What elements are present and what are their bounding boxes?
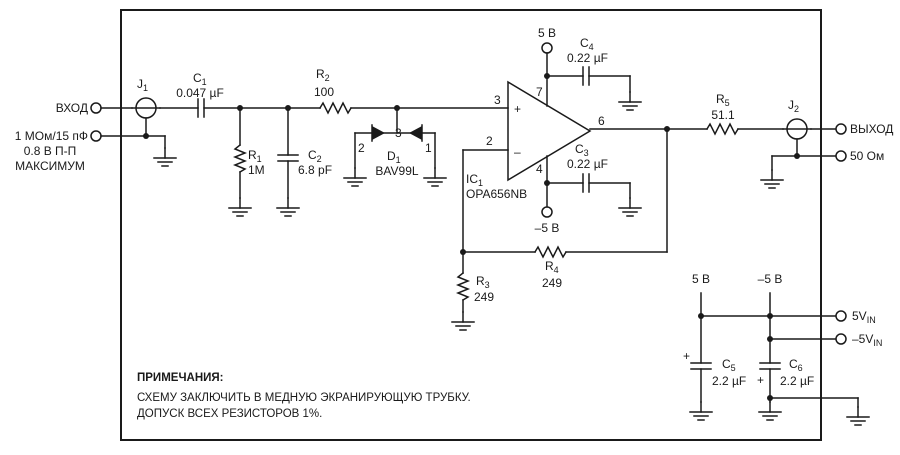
opamp-minus: – [514, 145, 521, 159]
c4-ref: C4 [580, 36, 594, 52]
output-terminal [835, 123, 847, 162]
vin-terminals [835, 310, 847, 345]
resistor-r1 [228, 107, 252, 217]
opamp-neg-rail: –5 В [535, 221, 560, 235]
c5-value: 2.2 µF [712, 374, 746, 388]
c3-value: 0.22 µF [567, 157, 608, 171]
c5-ref: C5 [722, 357, 736, 373]
d1-pin-3: 3 [395, 126, 402, 140]
r2-ref: R2 [316, 67, 330, 83]
r1-ref: R1 [248, 148, 262, 164]
c2-ref: C2 [308, 148, 322, 164]
input-spec-2: 0.8 В П-П [24, 144, 77, 158]
d1-ref: D1 [387, 149, 401, 165]
c6-value: 2.2 µF [780, 374, 814, 388]
input-spec-3: МАКСИМУМ [15, 159, 85, 173]
notes-title: ПРИМЕЧАНИЯ: [137, 372, 224, 384]
notes-line-2: ДОПУСК ВСЕХ РЕЗИСТОРОВ 1%. [137, 408, 322, 420]
d1-pin-2: 2 [358, 141, 365, 155]
opamp-plus: + [514, 102, 521, 116]
opamp-ic1 [507, 80, 592, 182]
resistor-r4 [533, 245, 568, 259]
c6-ref: C6 [789, 357, 803, 373]
ic1-value: OPA656NB [466, 187, 527, 201]
vin-pos-label: 5VIN [852, 309, 876, 325]
input-label: ВХОД [56, 101, 88, 115]
j2-label: J2 [788, 98, 799, 114]
connector-j1 [131, 97, 177, 167]
r3-value: 249 [474, 290, 494, 304]
ic1-pin-7: 7 [536, 85, 543, 99]
d1-value: BAV99L [375, 164, 418, 178]
c5-polarity: + [683, 349, 690, 363]
resistor-r2 [318, 101, 353, 115]
r4-value: 249 [542, 276, 562, 290]
opamp-pos-rail: 5 В [538, 26, 556, 40]
c2-value: 6.8 pF [298, 163, 332, 177]
ic1-pin-2: 2 [486, 134, 493, 148]
capacitor-c5 [689, 362, 713, 421]
c4-value: 0.22 µF [567, 51, 608, 65]
vin-neg-label: –5VIN [852, 332, 882, 348]
input-spec-1: 1 МОм/15 пФ [15, 129, 88, 143]
ic1-pin-4: 4 [536, 162, 543, 176]
capacitor-c1 [197, 98, 205, 118]
resistor-r3 [451, 251, 475, 331]
r4-ref: R4 [545, 259, 559, 275]
output-label: ВЫХОД [850, 122, 893, 136]
connector-j2 [760, 118, 837, 189]
capacitor-c3 [546, 173, 642, 217]
c1-value: 0.047 µF [176, 86, 224, 100]
supply-pos-label: 5 В [692, 272, 710, 286]
notes-line-1: СХЕМУ ЗАКЛЮЧИТЬ В МЕДНУЮ ЭКРАНИРУЮЩУЮ ТР… [137, 392, 471, 404]
output-impedance: 50 Ом [850, 149, 884, 163]
shield-enclosure [120, 9, 822, 441]
ic1-pin-3: 3 [494, 93, 501, 107]
ic1-pin-6: 6 [598, 114, 605, 128]
c3-ref: C3 [575, 142, 589, 158]
j1-label: J1 [137, 77, 148, 93]
ic1-ref: IC1 [466, 172, 483, 188]
r1-value: 1M [248, 163, 265, 177]
capacitor-c6 [758, 362, 870, 426]
supply-neg-label: –5 В [758, 272, 783, 286]
capacitor-c4 [546, 66, 642, 111]
r5-value: 51.1 [711, 108, 735, 122]
capacitor-c2 [276, 107, 300, 217]
c1-ref: C1 [193, 71, 207, 87]
diode-d1 [343, 107, 447, 187]
input-terminal [90, 102, 147, 142]
c6-polarity: + [757, 373, 764, 387]
r2-value: 100 [314, 85, 334, 99]
resistor-r5 [705, 122, 740, 136]
r5-ref: R5 [716, 92, 730, 108]
r3-ref: R3 [476, 274, 490, 290]
d1-pin-1: 1 [425, 141, 432, 155]
